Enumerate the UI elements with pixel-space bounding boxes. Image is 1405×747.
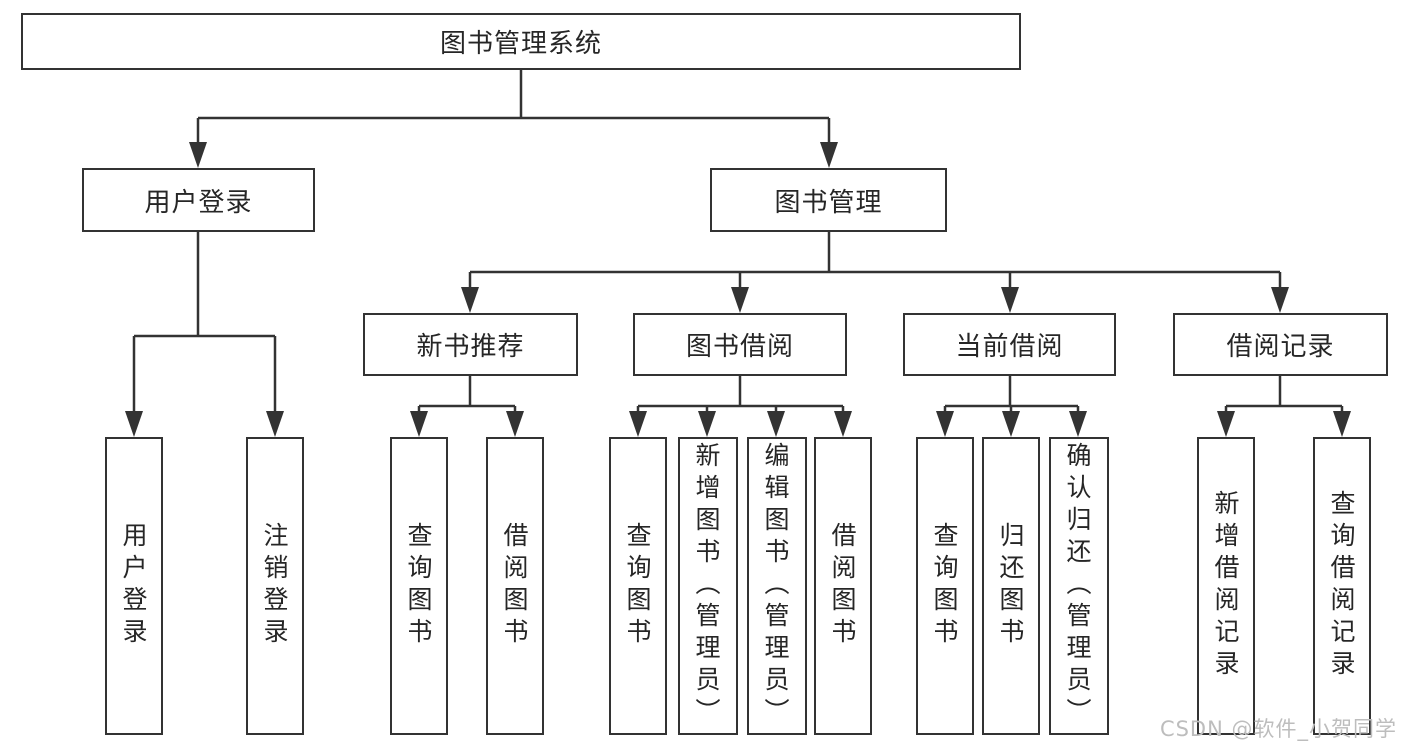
leaf-add-books-admin: 新增图书（管理员） <box>678 437 738 735</box>
leaf-add-borrow-record: 新增借阅记录 <box>1197 437 1255 735</box>
csdn-watermark: CSDN @软件_小贺同学 <box>1159 717 1397 741</box>
node-new-book-recommend: 新书推荐 <box>363 313 578 376</box>
leaf-return-books: 归还图书 <box>982 437 1040 735</box>
node-book-management: 图书管理 <box>710 168 947 232</box>
node-library-management-system: 图书管理系统 <box>21 13 1021 70</box>
node-book-borrowing: 图书借阅 <box>633 313 847 376</box>
leaf-query-books-borrowing: 查询图书 <box>609 437 667 735</box>
leaf-edit-books-admin: 编辑图书（管理员） <box>747 437 807 735</box>
node-borrowing-records: 借阅记录 <box>1173 313 1388 376</box>
leaf-borrow-books-recommend: 借阅图书 <box>486 437 544 735</box>
node-current-borrowing: 当前借阅 <box>903 313 1116 376</box>
leaf-query-books-recommend: 查询图书 <box>390 437 448 735</box>
leaf-query-borrow-record: 查询借阅记录 <box>1313 437 1371 735</box>
leaf-confirm-return-admin: 确认归还（管理员） <box>1049 437 1109 735</box>
leaf-query-books-current: 查询图书 <box>916 437 974 735</box>
arrowheads <box>125 142 1351 437</box>
leaf-borrow-books-borrowing: 借阅图书 <box>814 437 872 735</box>
leaf-logout: 注销登录 <box>246 437 304 735</box>
node-user-login: 用户登录 <box>82 168 315 232</box>
leaf-user-login: 用户登录 <box>105 437 163 735</box>
